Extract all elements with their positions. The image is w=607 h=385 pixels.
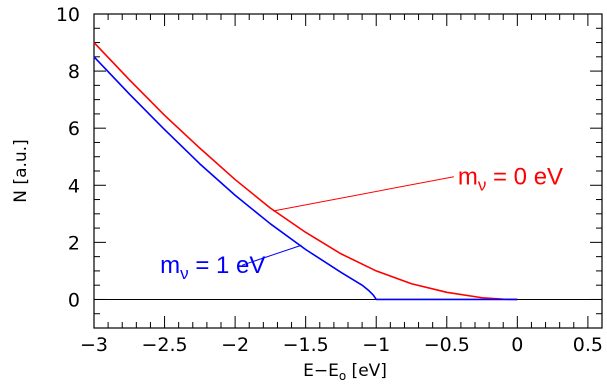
- y-tick-label: 8: [68, 61, 80, 83]
- x-axis-label-sub: o: [339, 369, 346, 383]
- x-tick-label: −1.5: [283, 334, 329, 356]
- annotation-rest: = 0 eV: [486, 164, 563, 191]
- ticks-layer: −3 −2.5 −2 −1.5 −1 −0.5 0 0.5 0 2 4 6 8 10: [56, 4, 603, 356]
- y-axis-label: N [a.u.]: [11, 139, 31, 202]
- annotation-pointer-1: [273, 176, 454, 212]
- annotation-pointer-2: [242, 244, 302, 266]
- annotation-main: m: [458, 164, 478, 191]
- x-tick-label: 0.5: [573, 334, 603, 356]
- x-tick-label: −2.5: [141, 334, 187, 356]
- series-line-2: [93, 56, 518, 301]
- series-line-1: [93, 41, 518, 301]
- x-tick-label: −3: [80, 334, 108, 356]
- x-tick-label: 0: [511, 334, 523, 356]
- x-tick-label: −1: [362, 334, 390, 356]
- y-tick-label: 6: [68, 118, 80, 140]
- y-tick-label: 10: [56, 4, 80, 26]
- x-axis-label-unit: [eV]: [346, 361, 387, 381]
- x-tick-label: −2: [221, 334, 249, 356]
- annotation-label-1: mν = 0 eV: [458, 164, 563, 195]
- y-tick-label: 4: [68, 175, 80, 197]
- y-tick-label: 0: [68, 289, 80, 311]
- lines-layer: [93, 41, 602, 301]
- annotation-sub: ν: [478, 176, 487, 195]
- annotation-label-2: mν = 1 eV: [160, 252, 265, 283]
- annotation-sub: ν: [180, 264, 189, 283]
- x-axis-label: E−Eo [eV]: [303, 361, 387, 383]
- x-tick-label: −0.5: [424, 334, 470, 356]
- y-tick-label: 2: [68, 232, 80, 254]
- annotation-main: m: [160, 252, 180, 279]
- x-axis-label-main: E−E: [303, 361, 339, 381]
- annotation-rest: = 1 eV: [189, 252, 266, 279]
